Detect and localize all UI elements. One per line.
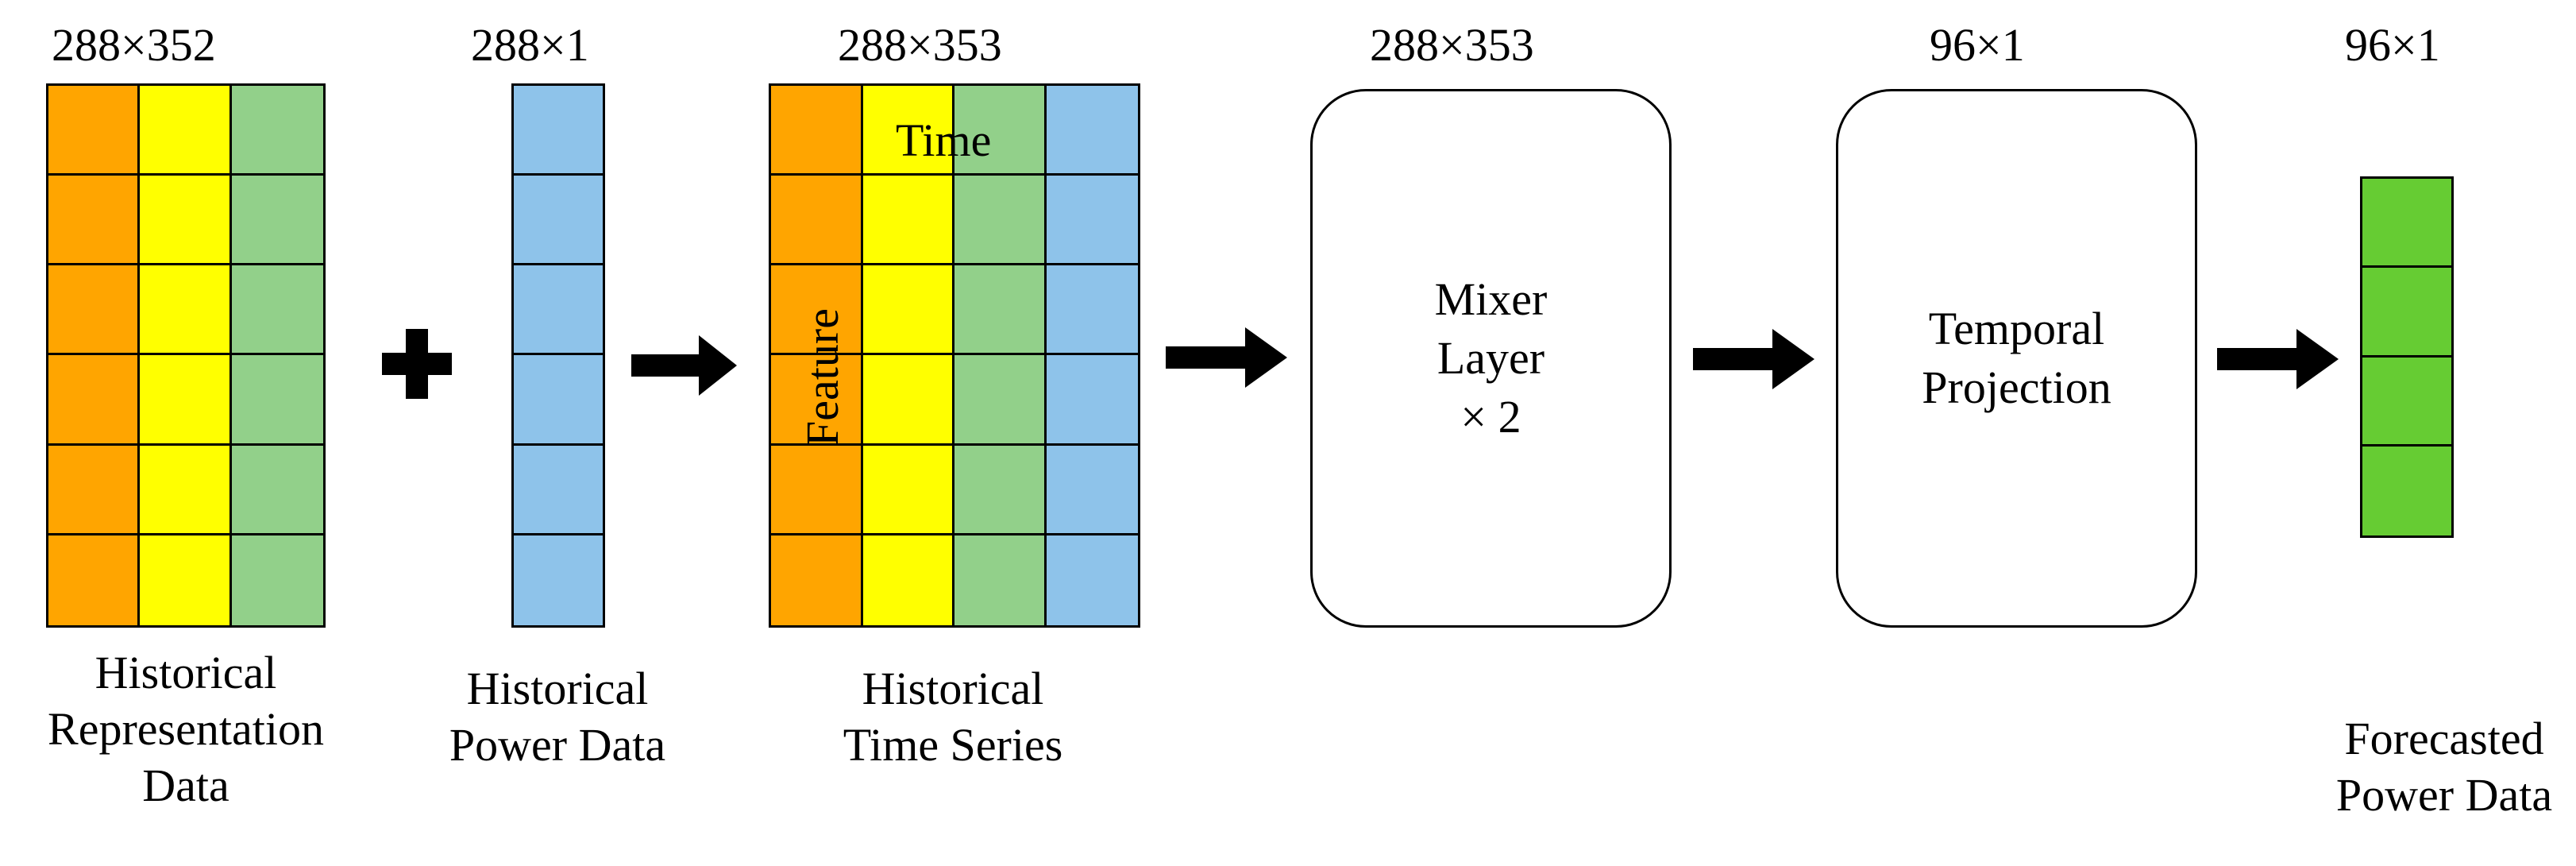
grid-cell bbox=[862, 355, 954, 446]
feature-axis-label: Feature bbox=[796, 308, 848, 447]
grid-cell bbox=[140, 265, 232, 356]
grid-cell bbox=[954, 86, 1047, 176]
grid-cell bbox=[862, 265, 954, 356]
grid-cell bbox=[231, 355, 323, 446]
grid-cell bbox=[771, 86, 863, 176]
grid-cell bbox=[1046, 265, 1138, 356]
dim-mixer: 288×353 bbox=[1370, 19, 1534, 71]
mixer-layer-block: Mixer Layer × 2 bbox=[1310, 89, 1672, 628]
grid-cell bbox=[771, 355, 863, 446]
grid-cell bbox=[48, 355, 141, 446]
label-line: Historical bbox=[466, 663, 649, 714]
grid-cell bbox=[771, 176, 863, 266]
mixer-line-3: × 2 bbox=[1460, 391, 1521, 443]
time-series-grid bbox=[769, 83, 1140, 628]
grid-cell bbox=[862, 535, 954, 625]
grid-cell bbox=[1046, 176, 1138, 266]
grid-cell bbox=[514, 265, 603, 356]
grid-cell bbox=[771, 445, 863, 535]
grid-cell bbox=[1046, 355, 1138, 446]
arrow-right-icon bbox=[1166, 327, 1287, 388]
grid-cell bbox=[1046, 445, 1138, 535]
grid-cell bbox=[231, 86, 323, 176]
time-axis-label: Time bbox=[896, 114, 992, 166]
grid-cell bbox=[1046, 535, 1138, 625]
dim-projection: 96×1 bbox=[1930, 19, 2025, 71]
label-line: Time Series bbox=[843, 718, 1063, 771]
grid-cell bbox=[231, 265, 323, 356]
arrow-right-icon bbox=[2217, 329, 2339, 389]
projection-line-2: Projection bbox=[1922, 361, 2111, 413]
temporal-projection-block: Temporal Projection bbox=[1836, 89, 2197, 628]
label-line: Forecasted bbox=[2344, 713, 2544, 764]
label-line: Power Data bbox=[2335, 768, 2553, 821]
power-grid bbox=[511, 83, 605, 628]
grid-cell bbox=[1046, 86, 1138, 176]
dim-forecast: 96×1 bbox=[2345, 19, 2440, 71]
dim-time-series: 288×353 bbox=[838, 19, 1002, 71]
projection-line-1: Temporal bbox=[1928, 302, 2105, 354]
grid-cell bbox=[2362, 357, 2451, 447]
representation-grid bbox=[46, 83, 326, 628]
grid-cell bbox=[954, 176, 1047, 266]
grid-cell bbox=[48, 445, 141, 535]
grid-cell bbox=[48, 86, 141, 176]
grid-cell bbox=[48, 535, 141, 625]
grid-cell bbox=[862, 86, 954, 176]
grid-cell bbox=[771, 265, 863, 356]
label-line: Historical bbox=[862, 663, 1044, 714]
arrow-right-icon bbox=[1693, 329, 1814, 389]
grid-cell bbox=[862, 445, 954, 535]
grid-cell bbox=[954, 355, 1047, 446]
grid-cell bbox=[48, 176, 141, 266]
arrow-right-icon bbox=[631, 335, 737, 396]
grid-cell bbox=[2362, 446, 2451, 535]
grid-cell bbox=[2362, 268, 2451, 358]
label-line: Power Data bbox=[449, 718, 666, 771]
mixer-layer-text: Mixer Layer × 2 bbox=[1435, 270, 1548, 447]
dim-representation: 288×352 bbox=[52, 19, 216, 71]
label-representation: Historical Representation Data bbox=[48, 645, 324, 814]
grid-cell bbox=[140, 445, 232, 535]
grid-cell bbox=[514, 176, 603, 266]
forecast-grid bbox=[2360, 176, 2454, 538]
grid-cell bbox=[954, 445, 1047, 535]
label-line: Representation bbox=[48, 702, 324, 755]
grid-cell bbox=[231, 445, 323, 535]
mixer-line-2: Layer bbox=[1436, 331, 1545, 384]
grid-cell bbox=[771, 535, 863, 625]
label-time-series: Historical Time Series bbox=[843, 661, 1063, 774]
label-line: Historical bbox=[94, 647, 277, 698]
label-forecast: Forecasted Power Data bbox=[2336, 711, 2552, 824]
grid-cell bbox=[231, 176, 323, 266]
grid-cell bbox=[954, 265, 1047, 356]
grid-cell bbox=[514, 355, 603, 446]
grid-cell bbox=[862, 176, 954, 266]
dim-power: 288×1 bbox=[471, 19, 589, 71]
label-line: Data bbox=[142, 759, 229, 811]
plus-icon bbox=[382, 329, 452, 399]
grid-cell bbox=[231, 535, 323, 625]
grid-cell bbox=[514, 86, 603, 176]
grid-cell bbox=[140, 86, 232, 176]
grid-cell bbox=[140, 176, 232, 266]
grid-cell bbox=[140, 535, 232, 625]
mixer-line-1: Mixer bbox=[1434, 273, 1548, 325]
grid-cell bbox=[514, 535, 603, 625]
label-power: Historical Power Data bbox=[449, 661, 665, 774]
grid-cell bbox=[954, 535, 1047, 625]
grid-cell bbox=[2362, 179, 2451, 269]
grid-cell bbox=[140, 355, 232, 446]
grid-cell bbox=[514, 445, 603, 535]
temporal-projection-text: Temporal Projection bbox=[1922, 300, 2111, 417]
grid-cell bbox=[48, 265, 141, 356]
